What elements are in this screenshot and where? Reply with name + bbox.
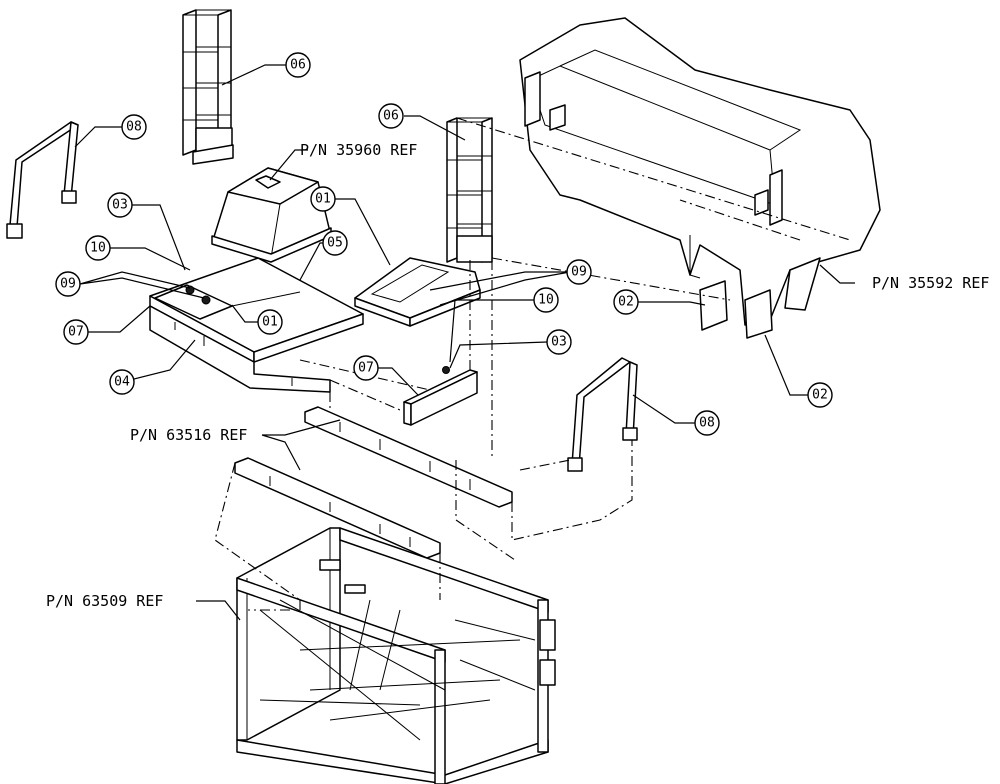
ref-label-35592: P/N 35592 REF	[872, 274, 989, 292]
plate-part-02-right	[744, 289, 773, 339]
ladder-part-06-center	[446, 117, 493, 263]
leader-lines	[74, 64, 855, 621]
callout-03-right-label: 03	[551, 335, 567, 350]
callout-01-right-label: 01	[315, 192, 331, 207]
callout-02-right: 02	[807, 382, 833, 408]
ref-label-63516: P/N 63516 REF	[130, 426, 247, 444]
callout-03-right: 03	[546, 329, 572, 355]
callout-04-label: 04	[114, 375, 130, 390]
callout-06-center: 06	[378, 103, 404, 129]
callout-07-left-label: 07	[68, 325, 84, 340]
callout-08-left-label: 08	[126, 120, 142, 135]
callout-09-left: 09	[55, 271, 81, 297]
rear-body-ref-35592	[519, 17, 881, 326]
callout-02-right-label: 02	[812, 388, 828, 403]
callout-04: 04	[109, 369, 135, 395]
callout-06-top: 06	[285, 52, 311, 78]
callout-08-left: 08	[121, 114, 147, 140]
cover-plate-part-01	[354, 257, 481, 327]
callout-01-left: 01	[257, 309, 283, 335]
callout-01-left-label: 01	[262, 315, 278, 330]
callout-05-label: 05	[327, 236, 343, 251]
hood-ref-35960	[211, 167, 332, 263]
block-part-07	[403, 366, 478, 426]
callout-03-left: 03	[107, 192, 133, 218]
callout-01-right: 01	[310, 186, 336, 212]
callout-03-left-label: 03	[112, 198, 128, 213]
callout-07-right-label: 07	[358, 361, 374, 376]
callout-06-top-label: 06	[290, 58, 306, 73]
callout-02-left-label: 02	[618, 295, 634, 310]
rails-ref-63516	[234, 406, 513, 559]
callout-09-right-label: 09	[571, 265, 587, 280]
callout-10-right-label: 10	[538, 293, 554, 308]
cage-frame-ref-63509	[236, 527, 556, 784]
callout-07-left: 07	[63, 319, 89, 345]
handle-part-08-right	[567, 357, 638, 472]
callout-06-center-label: 06	[383, 109, 399, 124]
callout-10-left: 10	[85, 235, 111, 261]
plate-part-02-left	[699, 280, 728, 331]
callout-10-right: 10	[533, 287, 559, 313]
assembly-phantom-lines	[214, 117, 851, 611]
ladder-part-06-left	[182, 9, 234, 165]
ref-label-63509: P/N 63509 REF	[46, 592, 163, 610]
handle-part-08-left	[6, 121, 79, 239]
callout-09-left-label: 09	[60, 277, 76, 292]
callout-08-right: 08	[694, 410, 720, 436]
callout-10-left-label: 10	[90, 241, 106, 256]
callout-02-left: 02	[613, 289, 639, 315]
callout-09-right: 09	[566, 259, 592, 285]
platform-frame-part-05	[149, 257, 364, 363]
ref-label-35960: P/N 35960 REF	[300, 141, 417, 159]
callout-08-right-label: 08	[699, 416, 715, 431]
side-rail-part-04	[149, 305, 331, 393]
callout-05: 05	[322, 230, 348, 256]
callout-07-right: 07	[353, 355, 379, 381]
